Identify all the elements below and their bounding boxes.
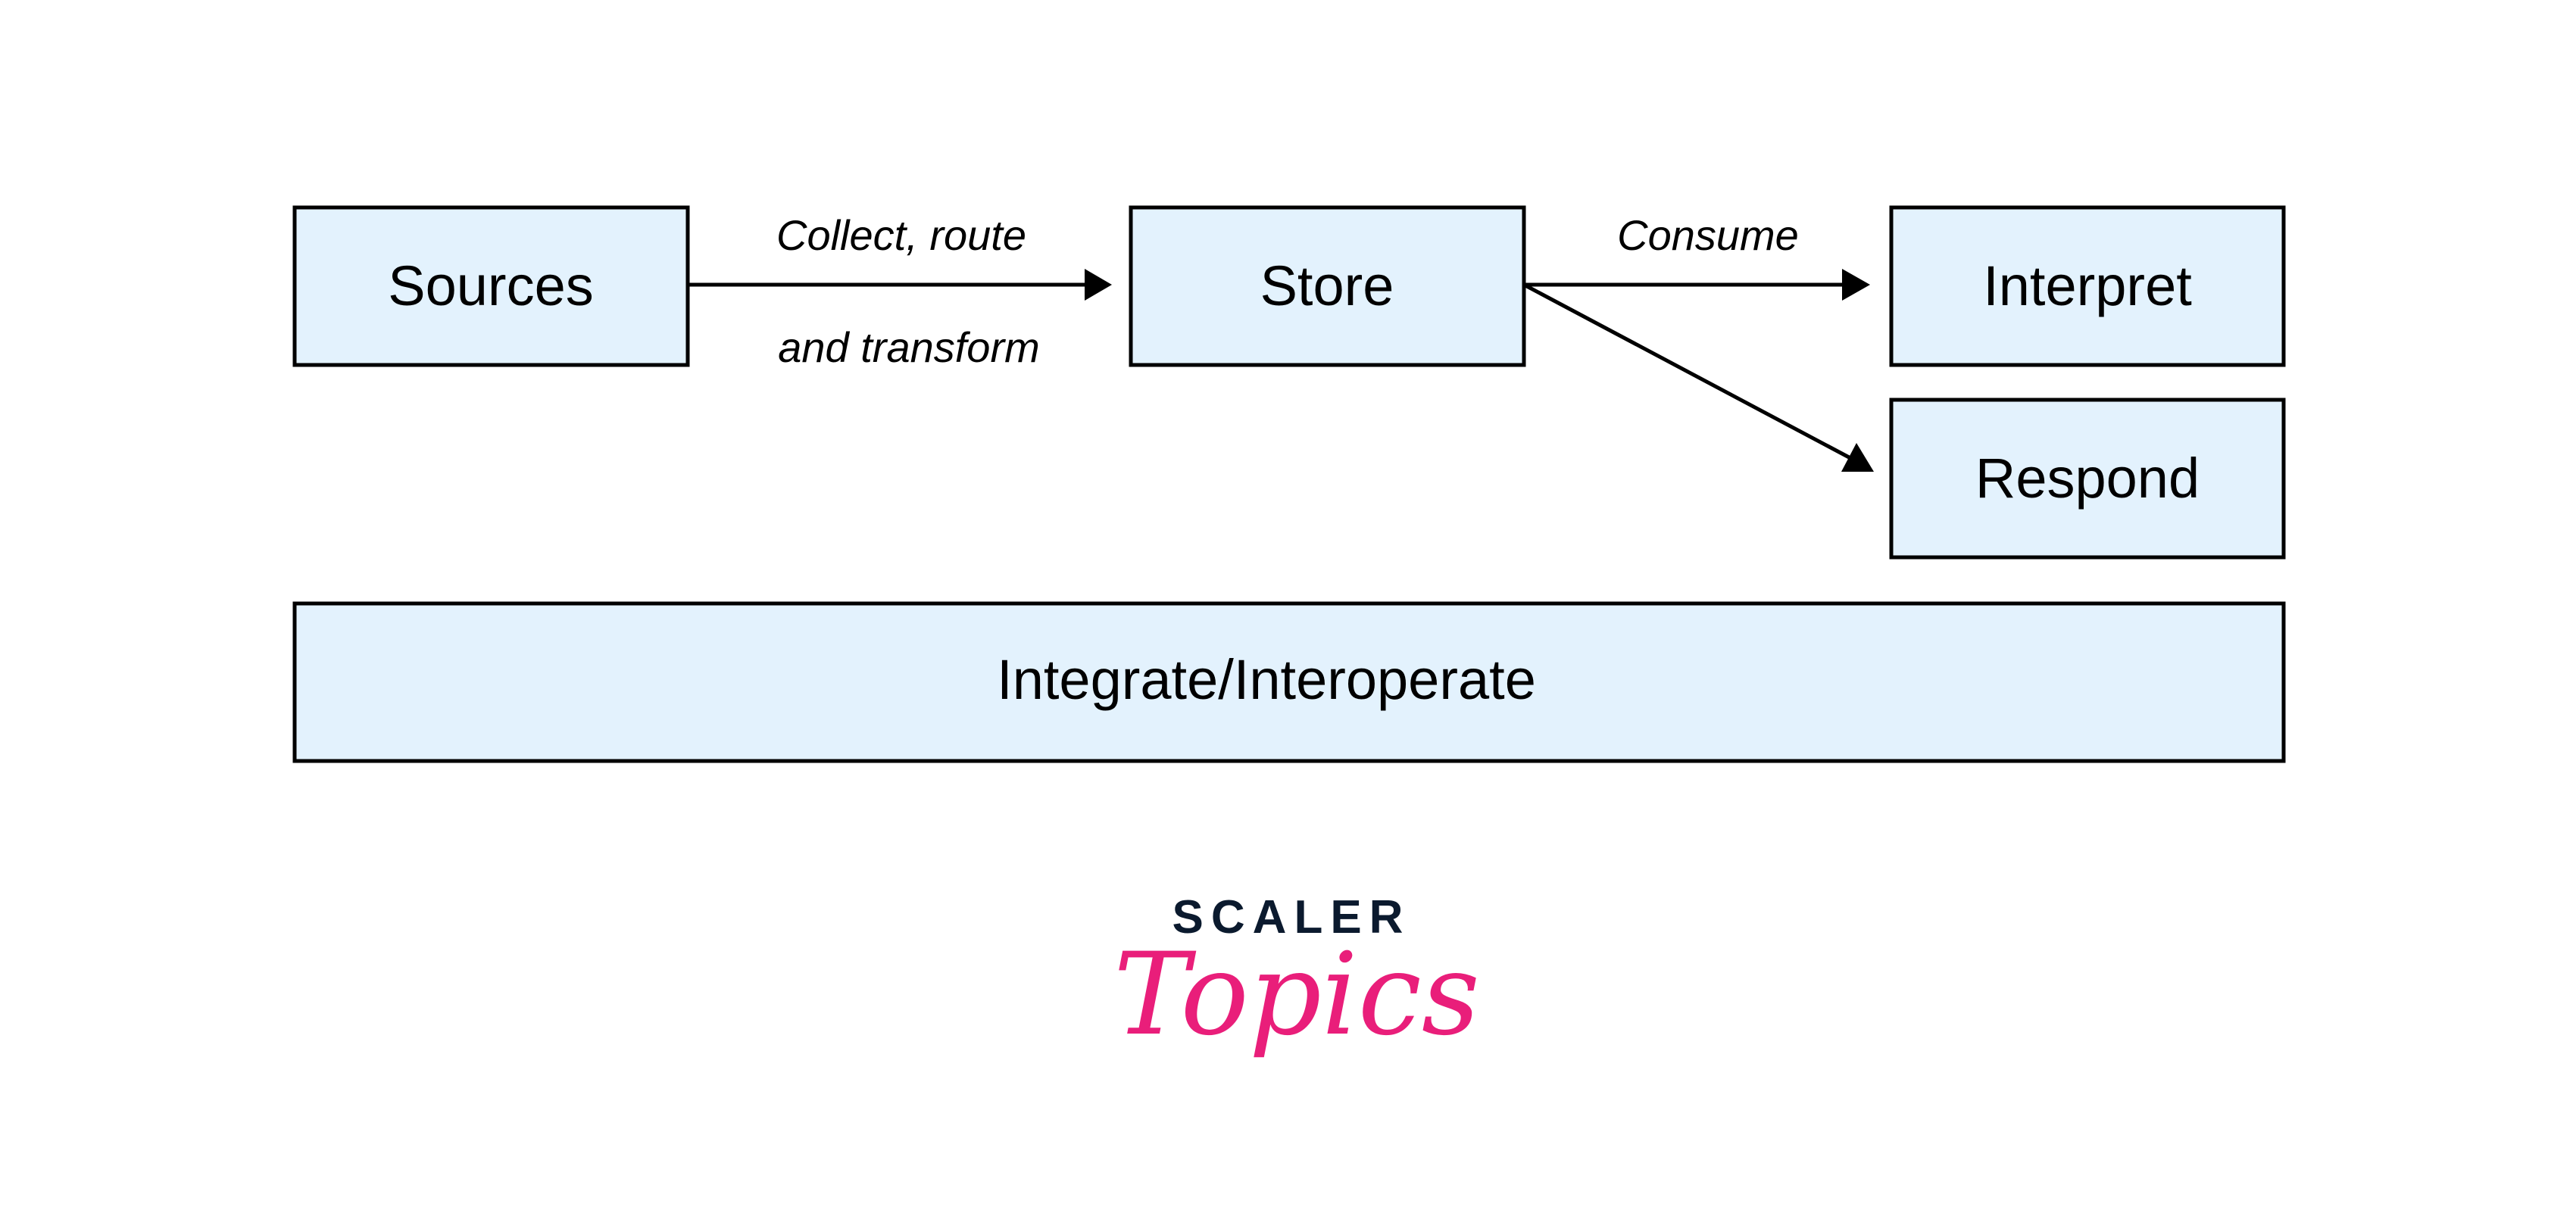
node-interpret: Interpret: [1889, 205, 2286, 367]
node-respond-label: Respond: [1975, 447, 2200, 510]
node-sources-box: [292, 205, 690, 367]
node-integrate-box: [292, 601, 2286, 763]
node-store-box: [1129, 205, 1526, 367]
edge-sources-store-label-1: Collect, route: [776, 211, 1026, 259]
node-interpret-box: [1889, 205, 2286, 367]
edge-sources-store-label-2: and transform: [778, 323, 1040, 371]
edge-store-interpret-label: Consume: [1617, 211, 1799, 259]
logo-topics-text: Topics: [1113, 929, 1480, 1061]
edge-store-respond-line: [1522, 282, 1853, 461]
node-interpret-label: Interpret: [1983, 254, 2192, 317]
edge-sources-store: Collect, route and transform: [688, 211, 1112, 371]
arrowhead-icon: [1085, 269, 1112, 301]
node-store: Store: [1129, 205, 1526, 367]
node-store-label: Store: [1260, 254, 1394, 317]
node-sources: Sources: [292, 205, 690, 367]
logo-scaler-text: SCALER: [1172, 891, 1411, 943]
edge-store-respond: [1522, 282, 1874, 472]
scaler-topics-logo: SCALER Topics: [1113, 891, 1480, 1061]
node-sources-label: Sources: [388, 254, 593, 317]
edge-store-interpret: Consume: [1524, 211, 1870, 301]
node-integrate: Integrate/Interoperate: [292, 601, 2286, 763]
node-respond: Respond: [1889, 398, 2286, 560]
arrowhead-icon: [1841, 443, 1874, 472]
node-integrate-label: Integrate/Interoperate: [997, 648, 1536, 711]
node-respond-box: [1889, 398, 2286, 560]
arrowhead-icon: [1842, 269, 1870, 301]
